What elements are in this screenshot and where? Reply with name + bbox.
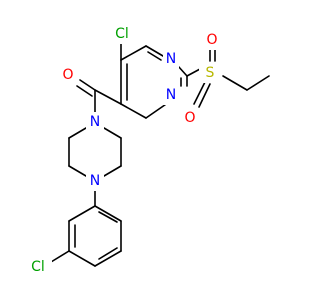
label-bg-n-pyr-bottom xyxy=(163,85,179,105)
label-bg-s-sulfonyl xyxy=(199,63,221,83)
bond-ch2-ch3 xyxy=(246,75,270,91)
bond-s-o-bottom-1 xyxy=(193,81,206,105)
bond-c5-c6 xyxy=(120,45,147,61)
cl-pyrimidine: Cl xyxy=(115,26,129,42)
n-piperazine-bottom: N xyxy=(90,173,100,189)
bond-pip-6 xyxy=(68,127,87,139)
n-piperazine-top: N xyxy=(90,114,100,130)
bond-ph-3-double xyxy=(98,247,118,260)
bond-ph-4 xyxy=(68,250,96,267)
bond-c4-carbonyl xyxy=(94,89,122,105)
label-bg-o-sulfonyl-bottom xyxy=(181,108,203,128)
atom-labels: N N N N O S O O Cl Cl xyxy=(24,24,223,277)
bond-s-ch2 xyxy=(222,75,248,91)
bond-n1-c2 xyxy=(177,65,188,77)
bond-ph-6 xyxy=(68,205,96,222)
label-bg-n-pip-bottom xyxy=(86,171,104,191)
label-bg-cl-phenyl xyxy=(24,257,52,277)
bond-c6-n1-double xyxy=(147,51,162,61)
bond-carbonyl-o-2 xyxy=(76,85,93,97)
bond-ph-1-double xyxy=(98,211,118,223)
cl-phenyl: Cl xyxy=(31,259,45,275)
o-carbonyl: O xyxy=(62,67,73,83)
bond-carbonyl-o-1 xyxy=(79,79,96,91)
label-bg-cl-pyrimidine xyxy=(111,24,133,44)
bond-ph-3 xyxy=(94,250,122,267)
label-bg-o-sulfonyl-top xyxy=(201,30,223,50)
bond-c4-c5 xyxy=(120,103,147,119)
bond-pip-1 xyxy=(103,127,122,139)
label-bg-n-pyr-top xyxy=(163,49,179,69)
bond-s-o-bottom-2 xyxy=(198,83,211,108)
o-sulfonyl-top: O xyxy=(206,32,217,48)
label-bg-n-pip-top xyxy=(86,112,104,132)
bond-ph-cl xyxy=(50,250,70,263)
molecule-structure: N N N N O S O O Cl Cl xyxy=(24,24,270,277)
bonds xyxy=(50,43,270,267)
n-pyrimidine-bottom: N xyxy=(166,87,176,103)
s-sulfonyl: S xyxy=(206,65,215,81)
n-pyrimidine-top: N xyxy=(166,51,176,67)
o-sulfonyl-bottom: O xyxy=(184,110,195,126)
bond-c6-n1 xyxy=(145,45,164,57)
bond-ph-1 xyxy=(94,205,122,222)
molecule-canvas: N N N N O S O O Cl Cl xyxy=(24,24,270,277)
bond-pip-3 xyxy=(103,165,122,177)
bond-c2-s xyxy=(186,68,201,77)
bond-pip-4 xyxy=(68,165,87,177)
label-bg-o-carbonyl xyxy=(60,65,76,85)
